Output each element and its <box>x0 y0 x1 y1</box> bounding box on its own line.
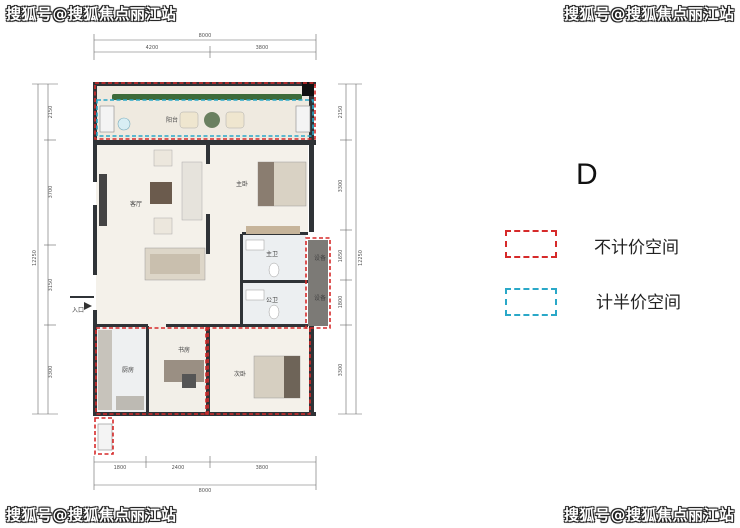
dim-left-b: 3700 <box>48 186 54 199</box>
room-label-equipment2: 设备 <box>314 294 326 302</box>
unit-type-label: D <box>576 158 598 191</box>
dim-right-e: 3300 <box>338 364 344 377</box>
room-label-bath: 公卫 <box>266 297 278 304</box>
legend-excluded-label: 不计价空间 <box>594 238 679 258</box>
dim-top-right: 3800 <box>256 45 269 51</box>
dim-bottom-total: 8000 <box>199 488 212 494</box>
dim-right-b: 3300 <box>338 180 344 193</box>
watermark-bottom-right: 搜狐号@搜狐焦点丽江站 <box>564 506 735 524</box>
entry-arrow-icon <box>84 302 92 310</box>
dim-left-c: 3150 <box>48 279 54 292</box>
dim-left-d: 3300 <box>48 366 54 379</box>
legend-half-price-label: 计半价空间 <box>596 293 681 313</box>
dim-bottom-b: 2400 <box>172 465 185 471</box>
furniture <box>97 94 328 451</box>
dim-right-d: 1800 <box>338 296 344 309</box>
legend-excluded-swatch <box>505 230 557 258</box>
room-label-living: 客厅 <box>130 200 142 208</box>
legend-half-price-swatch <box>505 288 557 316</box>
watermark-top-left: 搜狐号@搜狐焦点丽江站 <box>6 5 177 23</box>
room-label-entry: 入口 <box>72 307 84 314</box>
room-label-master-bath: 主卫 <box>266 250 278 258</box>
dim-left-total: 12250 <box>32 250 38 266</box>
dim-right-total: 12250 <box>358 250 364 266</box>
room-label-study: 书房 <box>178 346 190 354</box>
room-label-equipment1: 设备 <box>314 254 326 262</box>
half-price-zones <box>96 99 314 137</box>
dim-bottom-a: 1800 <box>114 465 127 471</box>
dim-right-c: 1650 <box>338 250 344 263</box>
excluded-zones <box>94 82 331 455</box>
dim-left-a: 2150 <box>48 106 54 119</box>
room-label-kitchen: 厨房 <box>122 366 134 374</box>
dim-top-left: 4200 <box>146 45 159 51</box>
room-label-balcony: 阳台 <box>166 116 178 124</box>
dim-top-total: 8000 <box>199 33 212 39</box>
dim-bottom-c: 3800 <box>256 465 269 471</box>
room-label-bedroom2: 次卧 <box>234 370 246 378</box>
room-label-master: 主卧 <box>236 180 248 188</box>
watermark-top-right: 搜狐号@搜狐焦点丽江站 <box>564 5 735 23</box>
dimension-lines <box>32 34 362 490</box>
dim-right-a: 2150 <box>338 106 344 119</box>
watermark-bottom-left: 搜狐号@搜狐焦点丽江站 <box>6 506 177 524</box>
